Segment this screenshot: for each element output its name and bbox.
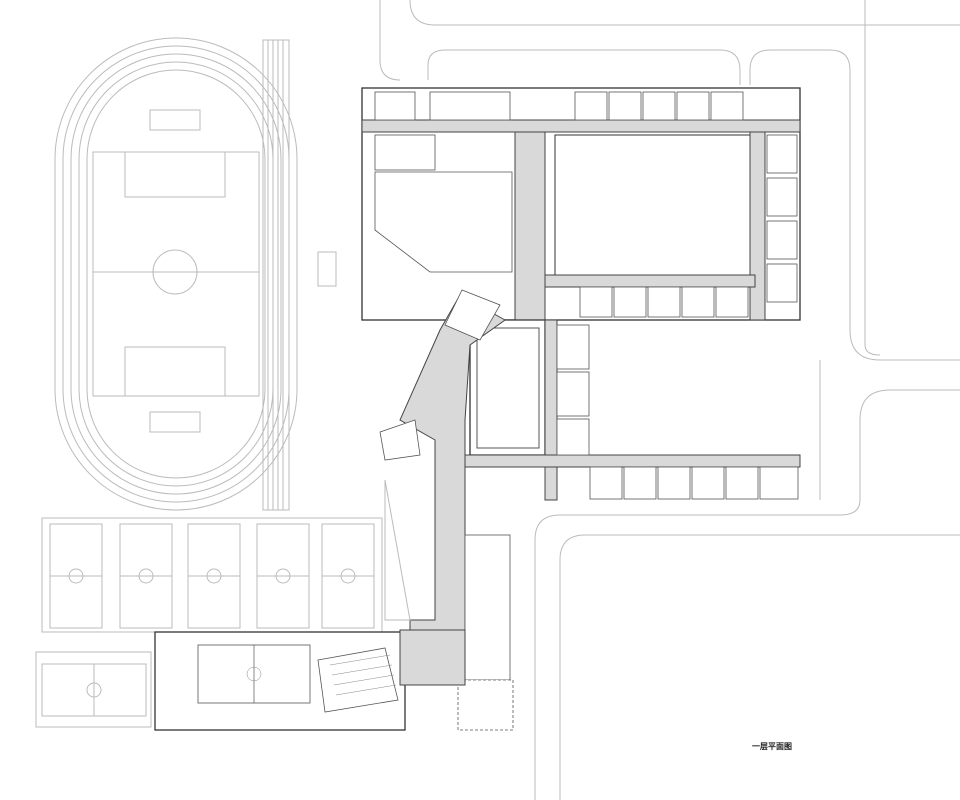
basketball-courts	[35, 517, 383, 728]
roads	[379, 0, 960, 800]
running-track	[54, 37, 337, 511]
school-building	[154, 87, 801, 731]
drawing-caption: 一层平面图	[752, 742, 792, 751]
